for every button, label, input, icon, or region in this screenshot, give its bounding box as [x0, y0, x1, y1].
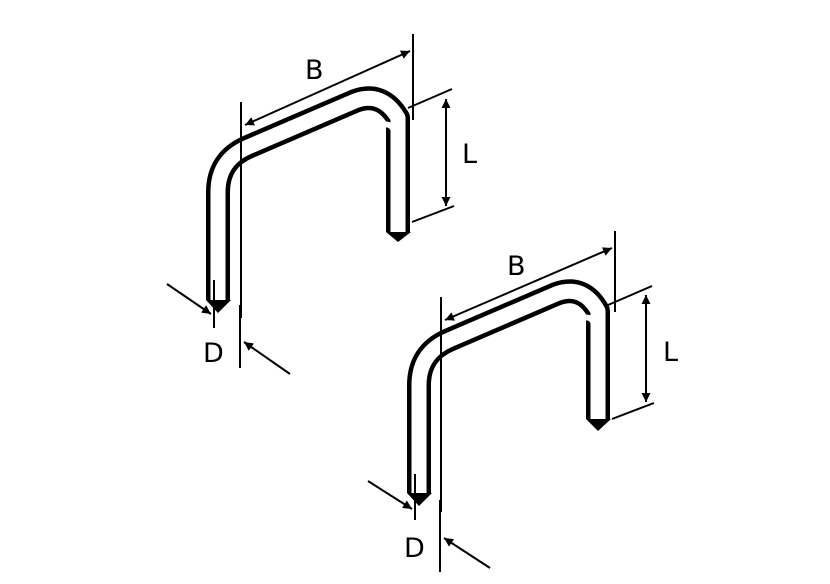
dimension-b-label-bottom: B — [507, 251, 526, 282]
dimension-b-label-top: B — [305, 55, 324, 86]
staple-top-leg-tips — [206, 232, 411, 313]
staple-bottom: B L D — [367, 231, 678, 572]
staple-bottom-body — [407, 279, 610, 493]
dimension-l-top — [407, 88, 455, 223]
dimension-d-label-top: D — [203, 338, 224, 369]
staple-top: B L D — [166, 34, 477, 375]
dimension-l-bottom — [607, 285, 655, 420]
dimension-b-bottom — [440, 231, 616, 512]
dimension-d-label-bottom: D — [404, 533, 425, 564]
staple-bottom-leg-tips — [407, 419, 611, 506]
staple-top-body — [206, 86, 410, 300]
dimension-d-top — [166, 280, 291, 375]
dimension-l-label-top: L — [462, 139, 477, 170]
dimension-l-label-bottom: L — [663, 337, 678, 368]
dimension-d-bottom — [367, 474, 491, 572]
